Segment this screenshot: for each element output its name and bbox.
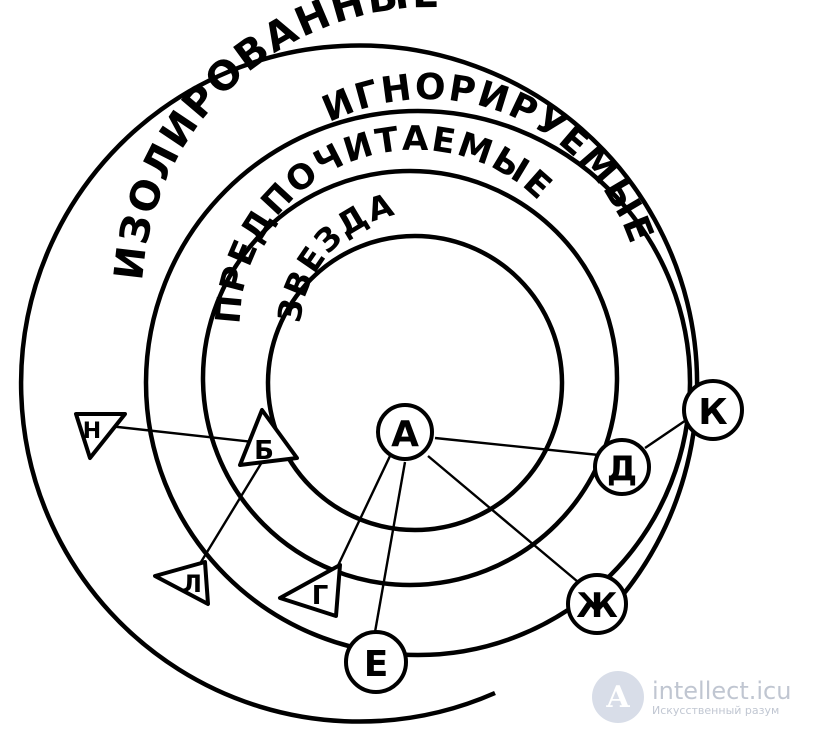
node-n-label: Н [83,419,101,444]
link-a-e [373,461,407,633]
node-l: Л [153,560,210,606]
link-n-b [99,423,263,445]
site-watermark: A intellect.icu Искусственный разум [592,668,817,726]
node-k-label: К [698,392,727,433]
node-d: Д [593,438,651,496]
node-n: Н [74,412,127,460]
node-g-label: Г [312,581,329,611]
node-zh-label: Ж [576,586,618,626]
node-g: Г [278,563,342,618]
node-b-label: Б [254,436,274,466]
node-e-label: Е [364,644,389,685]
ring-isolated [18,43,700,724]
watermark-tagline: Искусственный разум [652,703,780,717]
link-b-l [188,461,264,581]
node-b: Б [238,408,299,467]
link-a-zh [427,455,591,593]
watermark-name: intellect.icu [652,676,792,705]
link-a-d [434,436,619,459]
ring-star [265,233,565,533]
node-l-label: Л [182,570,202,598]
watermark-logo-letter: A [606,679,630,715]
ring-ignored [143,108,693,658]
node-a-label: А [391,414,419,455]
watermark-logo: A [592,671,644,723]
node-k: К [682,379,744,441]
node-d-label: Д [607,449,637,489]
node-zh: Ж [566,573,628,635]
node-e: Е [344,630,408,694]
ring-preferred [200,168,620,588]
node-a: А [376,403,434,461]
